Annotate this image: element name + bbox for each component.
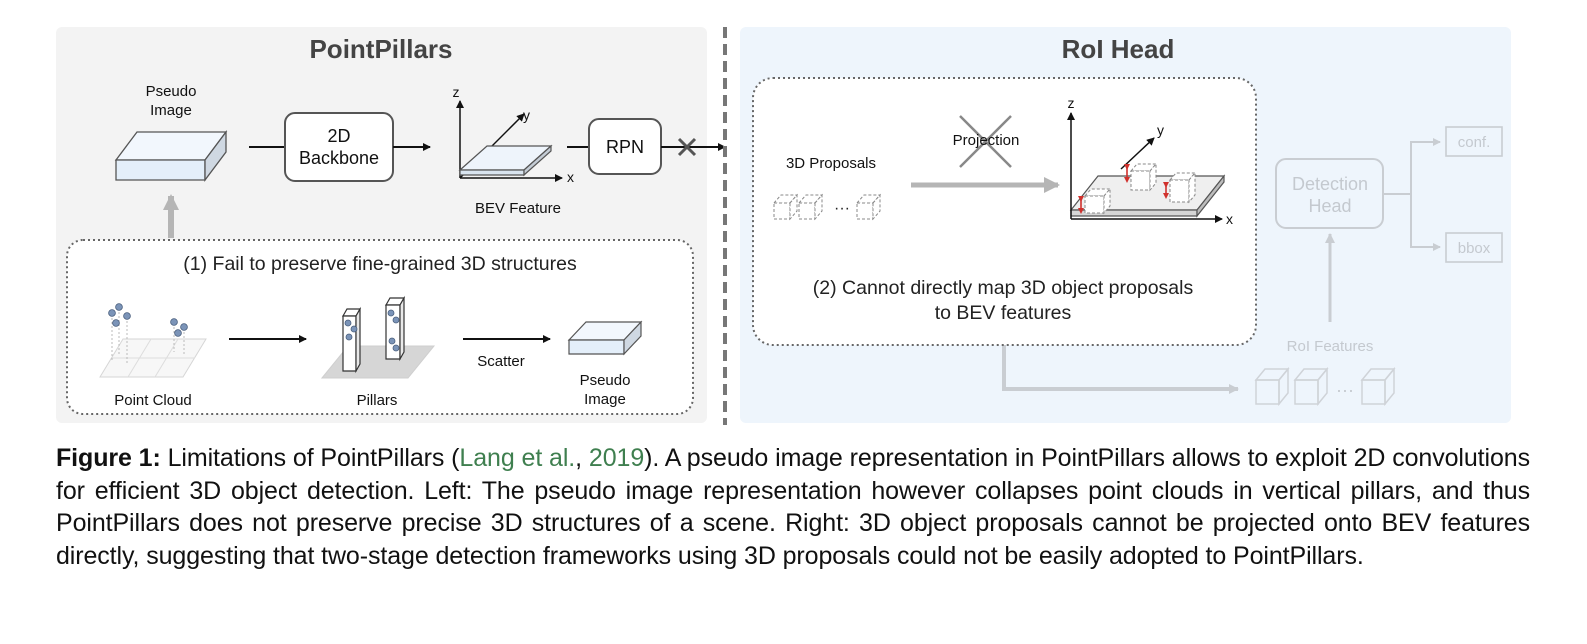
rpn-box: RPN bbox=[588, 118, 662, 175]
figure-label: Figure 1: bbox=[56, 444, 161, 472]
pseudo-image-top-box bbox=[114, 130, 228, 182]
citation-separator: , bbox=[575, 444, 589, 472]
backbone-box: 2D Backbone bbox=[284, 112, 394, 182]
bev-feature-label: BEV Feature bbox=[475, 200, 561, 217]
limitation-1-text: (1) Fail to preserve fine-grained 3D str… bbox=[183, 253, 577, 275]
detection-head-label-2: Head bbox=[1308, 196, 1351, 216]
proposal-cubes bbox=[772, 193, 882, 221]
backbone-label-2: Backbone bbox=[299, 148, 379, 168]
detection-head-label-1: Detection bbox=[1292, 174, 1368, 194]
blocked-cross-icon bbox=[677, 137, 697, 157]
caption-text-part-2: ). A pseudo image representation in Poin… bbox=[56, 444, 1530, 570]
proposals-to-roi-features-arrow bbox=[1002, 344, 1239, 394]
point-cloud-label: Point Cloud bbox=[114, 392, 192, 409]
bev-axis-z: z bbox=[453, 84, 460, 100]
citation-author-link[interactable]: Lang et al. bbox=[459, 444, 576, 472]
backbone-label-1: 2D bbox=[327, 126, 350, 146]
pillars-graphic: Pillars bbox=[320, 295, 436, 409]
limitation-2-text-line-1: (2) Cannot directly map 3D object propos… bbox=[813, 277, 1194, 299]
citation-year-link[interactable]: 2019 bbox=[588, 444, 645, 472]
roi-features-label: RoI Features bbox=[1287, 338, 1374, 355]
bbox-box: bbox bbox=[1445, 232, 1503, 263]
roi-axis-x: x bbox=[1226, 211, 1233, 227]
limitation-1-box: (1) Fail to preserve fine-grained 3D str… bbox=[66, 239, 694, 415]
figure-caption: Figure 1: Limitations of PointPillars (L… bbox=[56, 442, 1530, 572]
projection-cross-icon bbox=[959, 115, 1012, 168]
conf-label: conf. bbox=[1458, 134, 1491, 151]
bev-feature-plot: z y x BEV Feature bbox=[453, 84, 575, 217]
to-conf-arrow bbox=[1410, 138, 1441, 194]
bev-axis-x: x bbox=[567, 169, 574, 185]
bev-proposal-plot: z y x bbox=[1067, 95, 1233, 227]
pseudo-image-top-label-2: Image bbox=[150, 102, 192, 119]
caption-text-part-1: Limitations of PointPillars ( bbox=[160, 444, 460, 472]
roi-features-ellipsis: ··· bbox=[1336, 380, 1354, 400]
pseudo-image-bottom-box bbox=[567, 320, 643, 356]
roi-axis-y: y bbox=[1157, 122, 1164, 138]
proposals-ellipsis: ··· bbox=[834, 200, 850, 217]
pillars-label: Pillars bbox=[357, 392, 398, 409]
roi-axis-z: z bbox=[1068, 95, 1075, 111]
proposals-label: 3D Proposals bbox=[786, 155, 876, 172]
pseudo-image-top-label-1: Pseudo bbox=[146, 83, 197, 100]
conf-box: conf. bbox=[1445, 126, 1503, 157]
projection-label: Projection bbox=[953, 132, 1020, 149]
pointpillars-panel: PointPillars Pseudo Image 2D Backbone z … bbox=[56, 27, 726, 423]
to-bbox-arrow bbox=[1410, 194, 1441, 251]
left-panel-title: PointPillars bbox=[309, 34, 452, 64]
detection-head-box: Detection Head bbox=[1275, 158, 1384, 229]
rpn-label: RPN bbox=[606, 137, 644, 157]
point-cloud-graphic: Point Cloud bbox=[99, 303, 207, 409]
bev-axis-y: y bbox=[523, 107, 530, 123]
roi-head-panel: RoI Head 3D Proposals ··· Projection bbox=[740, 27, 1511, 423]
scatter-label: Scatter bbox=[477, 353, 525, 370]
roi-feature-cubes bbox=[1254, 366, 1396, 407]
pseudo-image-bottom-label-2: Image bbox=[584, 391, 626, 408]
limitation-2-text-line-2: to BEV features bbox=[935, 302, 1072, 324]
right-panel-title: RoI Head bbox=[1062, 34, 1175, 64]
bbox-label: bbox bbox=[1458, 240, 1491, 257]
limitation-2-box: 3D Proposals ··· Projection bbox=[752, 77, 1257, 346]
figure-diagram: PointPillars Pseudo Image 2D Backbone z … bbox=[56, 27, 1511, 425]
pseudo-image-bottom-label-1: Pseudo bbox=[580, 372, 631, 389]
